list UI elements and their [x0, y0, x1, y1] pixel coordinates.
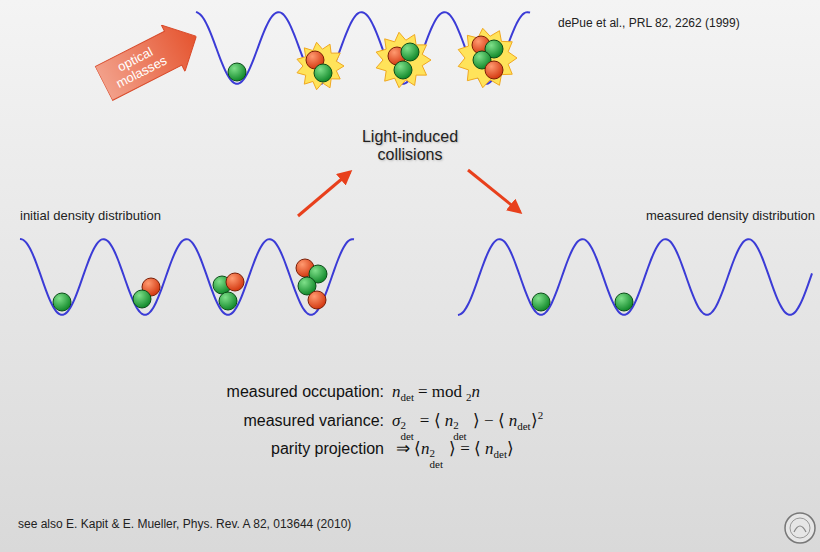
math-symbol: ⟩: [531, 410, 538, 431]
math-symbol: n: [445, 411, 454, 431]
math-symbol: n: [485, 439, 494, 459]
equation-row: measured variance:σ2det= ⟨n2det⟩ − ⟨ndet…: [243, 410, 543, 439]
math-symbol: ⟨: [414, 438, 421, 459]
atom: [219, 292, 237, 310]
atom: [53, 293, 71, 311]
lattice-potential: [458, 239, 812, 315]
collision-burst: [297, 42, 344, 90]
math-symbol: ⇒: [396, 438, 410, 459]
molasses-arrow: optical molasses: [92, 13, 208, 107]
math-symbol: n: [509, 411, 518, 431]
panel-label: initial density distribution: [20, 208, 161, 223]
process-arrow: [298, 172, 350, 216]
math-symbol: = ⟨: [420, 410, 441, 431]
atom: [226, 273, 244, 291]
equation-row: measured occupation:ndet= mod2n: [227, 382, 480, 402]
process-arrow: [468, 170, 520, 212]
math-symbol: σ: [392, 411, 400, 431]
collision-burst: [458, 28, 517, 87]
index-stack: 2det: [400, 420, 413, 442]
atom: [401, 43, 419, 61]
institute-seal: [785, 513, 815, 543]
math-symbol: det: [517, 420, 530, 432]
index-stack: 2det: [453, 420, 466, 442]
math-index: 2: [400, 420, 413, 431]
citation: see also E. Kapit & E. Mueller, Phys. Re…: [18, 517, 351, 531]
atom: [485, 61, 503, 79]
math-symbol: n: [472, 382, 481, 402]
math-index: 2: [430, 448, 443, 459]
citation: dePue et al., PRL 82, 2262 (1999): [558, 16, 740, 30]
math-symbol: ⟩: [507, 438, 514, 459]
math-index: det: [430, 459, 443, 470]
index-stack: 2det: [430, 448, 443, 470]
process-label: Light-induced collisions: [345, 128, 475, 164]
math-symbol: 2: [538, 409, 544, 421]
math-symbol: n: [421, 439, 430, 459]
atom: [308, 291, 326, 309]
math-symbol: 2: [466, 391, 472, 403]
math-symbol: det: [401, 391, 414, 403]
math-index: 2: [453, 420, 466, 431]
math-symbol: det: [494, 448, 507, 460]
atom: [615, 293, 633, 311]
arrow-label: optical molasses: [95, 31, 182, 100]
collision-burst: [376, 32, 431, 87]
math-symbol: = mod: [418, 382, 462, 402]
equation-row: parity projection⇒⟨n2det⟩ = ⟨ndet⟩: [271, 438, 514, 467]
equation-label: measured variance:: [243, 412, 384, 430]
atom: [532, 293, 550, 311]
equation-label: parity projection: [271, 440, 384, 458]
atom: [228, 63, 246, 81]
atom: [133, 290, 151, 308]
atom: [394, 61, 412, 79]
math-symbol: n: [392, 382, 401, 402]
atom: [314, 64, 332, 82]
math-symbol: ⟩ = ⟨: [449, 438, 481, 459]
panel-label: measured density distribution: [646, 208, 815, 223]
math-symbol: ⟩ − ⟨: [473, 410, 505, 431]
equation-label: measured occupation:: [227, 383, 384, 401]
lattice-potential: [20, 239, 354, 315]
